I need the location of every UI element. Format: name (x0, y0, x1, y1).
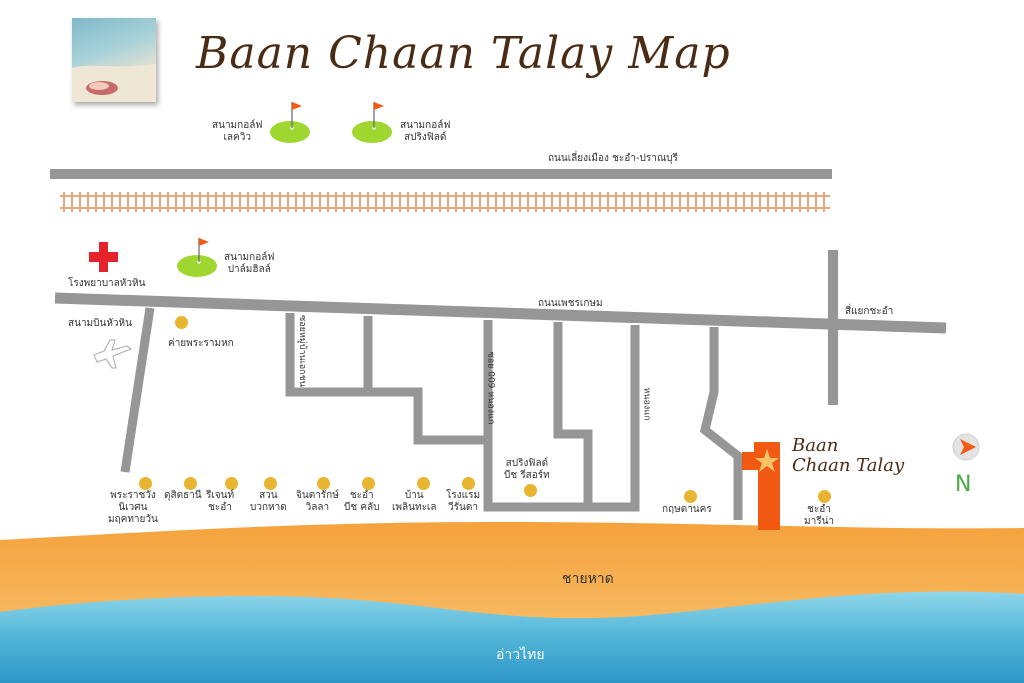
cha-am-junction-label: สี่แยกชะอำ (845, 306, 894, 317)
golf-springfield-label: สนามกอล์ฟสปริงฟิลด์ (400, 120, 451, 143)
beach-place-marker (684, 490, 697, 503)
beach-place-line: มฤคทายวัน (108, 514, 158, 525)
beach-place-line: ดุสิตธานี (164, 490, 202, 501)
beach-place-label: สวนบวกหาด (250, 490, 287, 514)
beach-place-label: ดุสิตธานี (164, 490, 202, 502)
star-icon (755, 449, 779, 472)
north-arrow-icon (952, 433, 980, 461)
soi-2-label: ซอย 009 หนองแก (485, 351, 496, 425)
beach-place-line: วิลลา (305, 502, 330, 513)
beach-place-marker (139, 477, 152, 490)
airport-label: สนามบินหัวหิน (68, 318, 132, 329)
sea-label: อ่าวไทย (496, 647, 545, 663)
beach-label: ชายหาด (562, 571, 614, 587)
beach-place-label: จินตารักษ์วิลลา (296, 490, 339, 514)
beach-place-line: กฤษดานคร (662, 504, 712, 515)
beach-place-line: พระราชวัง (110, 490, 156, 501)
beach-place-line: จินตารักษ์ (296, 490, 339, 501)
beach-place-label: ชะอำบีช คลับ (344, 490, 379, 514)
north-label: N (955, 472, 972, 497)
beach-place-line: บ้าน (404, 490, 424, 501)
springfield-resort-label: สปริงฟิลด์บีช รีสอร์ท (504, 458, 550, 481)
beach-place-marker (184, 477, 197, 490)
golf-flag-icon (352, 102, 392, 143)
beach-place-marker (417, 477, 430, 490)
airplane-icon (93, 339, 133, 369)
railway (60, 192, 830, 212)
baan-chaan-talay-building (742, 442, 780, 530)
camp-marker (175, 316, 188, 329)
beach-place-line: ชะอำ (349, 490, 374, 501)
sea-water (0, 591, 1024, 683)
hospital-label: โรงพยาบาลหัวหิน (68, 278, 146, 289)
beach-place-line: รีเจนท์ (206, 490, 235, 501)
map-title: Baan Chaan Talay Map (196, 28, 731, 79)
beach-place-marker (462, 477, 475, 490)
beach-place-line: บีช คลับ (344, 502, 380, 513)
beach-place-label: บ้านเพลินทะเล (392, 490, 436, 514)
beach-place-line: ชะอำ (208, 502, 232, 513)
beach-place-marker (818, 490, 831, 503)
bypass-road-label: ถนนเลี่ยงเมือง ชะอำ-ปราณบุรี (548, 153, 678, 164)
phetkasem-road (54, 292, 947, 334)
beach-place-line: บวกหาด (250, 502, 287, 513)
golf-palmhills-label: สนามกอล์ฟปาล์มฮิลล์ (224, 252, 275, 275)
beach-place-label: รีเจนท์ชะอำ (206, 490, 234, 514)
springfield-resort-marker (524, 484, 537, 497)
beach-place-line: เพลินทะเล (392, 502, 437, 513)
golf-lakeview-label: สนามกอล์ฟเลควิว (212, 120, 263, 143)
beach-place-line: โรงแรม (446, 490, 481, 501)
beach-place-marker (362, 477, 375, 490)
beach-place-label: ชะอำมารีน่า (804, 504, 834, 528)
beach-place-line: ชะอำ (807, 504, 831, 515)
golf-flag-icon (270, 102, 310, 143)
beach-place-marker (225, 477, 238, 490)
phetkasem-road-label: ถนนเพชรเกษม (538, 298, 603, 309)
soi-1-label: ซอยหมู่บ้านเอกชน (296, 315, 307, 387)
beach-place-label: พระราชวังนิเวศนมฤคทายวัน (108, 490, 158, 526)
beach-place-line: มารีน่า (804, 516, 835, 527)
beach-place-label: โรงแรมวีรันดา (446, 490, 480, 514)
beach-place-line: นิเวศน (118, 502, 148, 513)
beach-place-label: กฤษดานคร (662, 504, 712, 516)
beach-place-marker (317, 477, 330, 490)
beach-place-line: วีรันดา (448, 502, 478, 513)
golf-flag-icon (177, 238, 217, 277)
soi-3-label: หนองแก (641, 387, 652, 421)
beach-place-marker (264, 477, 277, 490)
hospital-cross-icon (89, 242, 118, 272)
camp-label: ค่ายพระรามหก (168, 338, 234, 349)
thumbnail-photo (72, 18, 156, 102)
side-roads (120, 307, 743, 520)
beach-place-line: สวน (259, 490, 278, 501)
